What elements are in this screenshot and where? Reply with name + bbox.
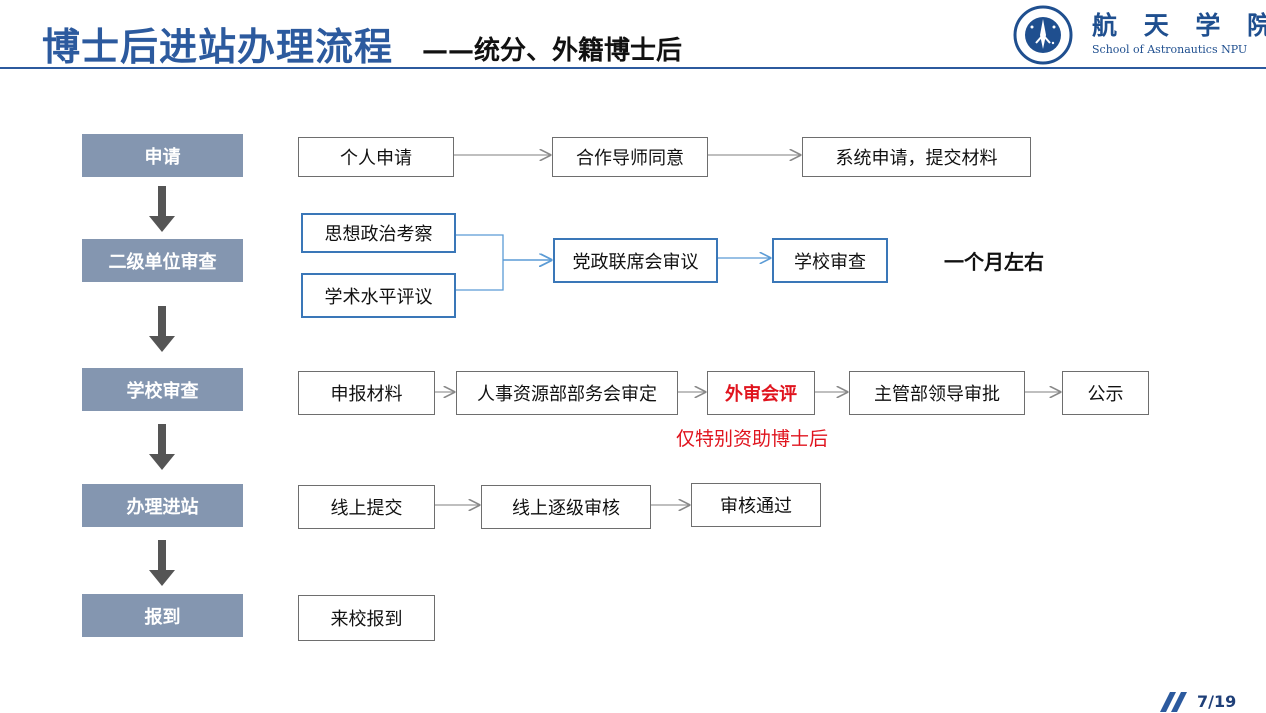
step-external-review: 外审会评 <box>707 371 815 415</box>
page-stripes-icon <box>1160 692 1187 712</box>
step-political-review: 思想政治考察 <box>301 213 456 253</box>
down-arrow-icon <box>149 186 175 232</box>
step-submit-materials: 申报材料 <box>298 371 435 415</box>
header-divider <box>0 67 1266 69</box>
duration-note: 一个月左右 <box>944 250 1044 274</box>
step-joint-meeting-review: 党政联席会审议 <box>553 238 718 283</box>
university-seal-icon <box>1006 5 1080 65</box>
step-leader-approval: 主管部领导审批 <box>849 371 1025 415</box>
special-funding-note: 仅特别资助博士后 <box>676 428 829 450</box>
step-system-submission: 系统申请，提交材料 <box>802 137 1031 177</box>
step-hr-meeting-approval: 人事资源部部务会审定 <box>456 371 678 415</box>
page-title: 博士后进站办理流程 <box>42 25 394 69</box>
step-public-notice: 公示 <box>1062 371 1149 415</box>
step-advisor-approval: 合作导师同意 <box>552 137 708 177</box>
step-online-submission: 线上提交 <box>298 485 435 529</box>
step-personal-application: 个人申请 <box>298 137 454 177</box>
stage-unit-review: 二级单位审查 <box>82 239 243 282</box>
step-school-review: 学校审查 <box>772 238 888 283</box>
down-arrow-icon <box>149 540 175 586</box>
down-arrow-icon <box>149 306 175 352</box>
stage-entry-processing: 办理进站 <box>82 484 243 527</box>
logo-name-en: School of Astronautics NPU <box>1092 43 1248 56</box>
down-arrow-icon <box>149 424 175 470</box>
step-report-to-school: 来校报到 <box>298 595 435 641</box>
step-review-passed: 审核通过 <box>691 483 821 527</box>
step-online-review: 线上逐级审核 <box>481 485 651 529</box>
stage-apply: 申请 <box>82 134 243 177</box>
page-number: 7/19 <box>1197 692 1237 711</box>
stage-school-review: 学校审查 <box>82 368 243 411</box>
logo-name-cn: 航 天 学 院 <box>1092 11 1266 40</box>
step-academic-evaluation: 学术水平评议 <box>301 273 456 318</box>
page-subtitle: ——统分、外籍博士后 <box>422 36 683 66</box>
stage-report: 报到 <box>82 594 243 637</box>
